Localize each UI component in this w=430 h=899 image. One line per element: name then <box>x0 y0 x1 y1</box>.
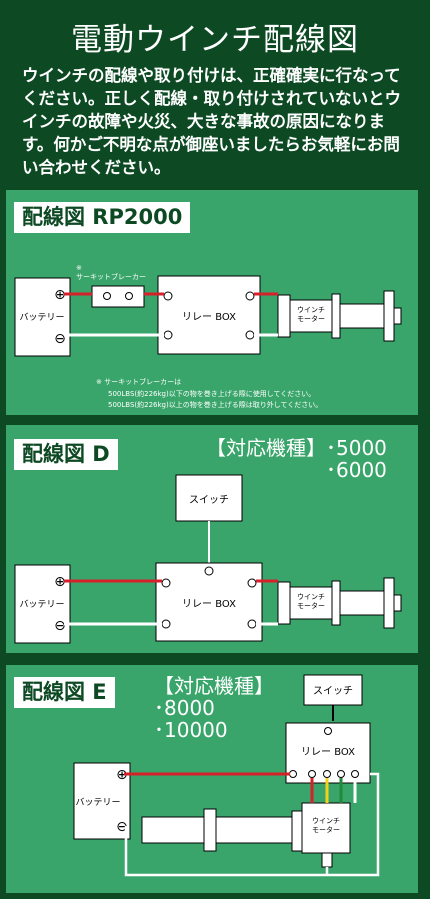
relay-terminal <box>161 578 171 588</box>
wiring-diagram-rp2000: バッテリー ⊕ ⊖ ※サーキットブレーカー リレー BOX ウインチモーター ※… <box>14 264 402 409</box>
diagram-panel-rp2000: 配線図 RP2000 バッテリー ⊕ ⊖ ※サーキットブレーカー リレー BOX… <box>6 190 418 415</box>
winch-motor <box>289 299 333 333</box>
winch-motor <box>301 802 351 854</box>
winch-drum <box>339 590 385 616</box>
circuit-breaker <box>91 285 145 308</box>
relay-terminal <box>289 770 297 778</box>
plus-terminal-icon: ⊕ <box>116 767 128 783</box>
winch-clutch <box>393 307 402 325</box>
switch-box <box>303 674 363 706</box>
relay-terminal <box>204 566 214 576</box>
relay-terminal <box>324 727 332 735</box>
winch-clutch <box>393 594 402 612</box>
relay-terminal <box>308 770 316 778</box>
negative-wire <box>124 772 380 877</box>
diagram-panel-e: 配線図 E 【対応機種】 ･8000 ･10000 スイッチ リレー BOX バ… <box>6 665 418 893</box>
plus-terminal-icon: ⊕ <box>54 574 66 590</box>
relay-label: リレー BOX <box>301 747 355 758</box>
plus-terminal-icon: ⊕ <box>54 287 66 303</box>
relay-terminal <box>323 770 331 778</box>
page-title: 電動ウインチ配線図 <box>71 22 359 58</box>
wiring-diagram-d: スイッチ バッテリー ⊕ ⊖ リレー BOX ウインチモーター <box>14 474 402 644</box>
relay-label: リレー BOX <box>182 312 236 323</box>
winch-end-plate <box>277 294 291 338</box>
diagram-title-rp2000: 配線図 RP2000 <box>14 202 191 233</box>
motor-label: ウインチモーター <box>297 593 325 610</box>
winch-gear-housing <box>383 290 395 342</box>
battery-label: バッテリー <box>75 797 120 808</box>
winch-flange <box>331 293 341 339</box>
header: 電動ウインチ配線図 ウインチの配線や取り付けは、正確確実に行なってください。正し… <box>0 0 430 188</box>
winch-drum <box>339 303 385 329</box>
battery-label: バッテリー <box>19 599 64 610</box>
motor-terminal-block <box>321 852 333 868</box>
diagram-title-d: 配線図 D <box>14 439 118 470</box>
breaker-terminal <box>125 292 133 300</box>
winch-flange <box>203 808 217 852</box>
winch-body <box>215 816 293 844</box>
compatible-models-d: 【対応機種】･5000 ･6000 <box>206 436 387 482</box>
relay-terminal <box>245 291 255 301</box>
relay-terminal <box>247 619 257 629</box>
relay-terminal <box>245 330 255 340</box>
battery-box <box>14 564 71 644</box>
winch-motor <box>289 586 333 620</box>
wiring-diagram-e: スイッチ リレー BOX バッテリー ⊕ ⊖ ウインチモーター <box>73 674 380 877</box>
switch-label: スイッチ <box>189 494 229 506</box>
switch-label: スイッチ <box>313 685 353 697</box>
compatible-models-e: 【対応機種】 ･8000 ･10000 <box>154 674 274 742</box>
relay-terminal <box>163 291 173 301</box>
diagram-panel-d: 配線図 D 【対応機種】･5000 ･6000 スイッチ バッテリー ⊕ ⊖ リ… <box>6 425 418 653</box>
relay-terminal <box>337 770 345 778</box>
relay-terminal <box>163 330 173 340</box>
battery-label: バッテリー <box>19 312 64 323</box>
relay-box <box>157 275 261 355</box>
breaker-label: ※サーキットブレーカー <box>76 264 146 281</box>
winch-end-plate <box>291 810 303 852</box>
minus-terminal-icon: ⊖ <box>116 819 128 835</box>
battery-box <box>73 762 131 840</box>
diagram-title-e: 配線図 E <box>14 677 115 708</box>
relay-box <box>155 562 263 642</box>
motor-label: ウインチモーター <box>312 817 340 834</box>
relay-terminal <box>161 619 171 629</box>
relay-label: リレー BOX <box>182 599 236 610</box>
battery-box <box>14 277 71 357</box>
breaker-note-line1: 500LBS(約226kg)以下の物を巻き上げる際に使用してください。 <box>108 389 315 398</box>
relay-terminal <box>351 770 359 778</box>
minus-terminal-icon: ⊖ <box>54 618 66 634</box>
winch-end-plate <box>277 581 291 625</box>
breaker-note-heading: ※ サーキットブレーカーは <box>96 377 181 386</box>
winch-drum <box>141 816 205 844</box>
minus-terminal-icon: ⊖ <box>54 331 66 347</box>
winch-gear-housing <box>383 577 395 629</box>
breaker-terminal <box>103 292 111 300</box>
winch-flange <box>331 580 341 626</box>
motor-label: ウインチモーター <box>297 306 325 323</box>
intro-text: ウインチの配線や取り付けは、正確確実に行なってください。正しく配線・取り付けされ… <box>22 66 402 177</box>
relay-terminal <box>247 578 257 588</box>
breaker-note-line2: 500LBS(約226kg)以上の物を巻き上げる際は取り外してください。 <box>108 400 322 409</box>
